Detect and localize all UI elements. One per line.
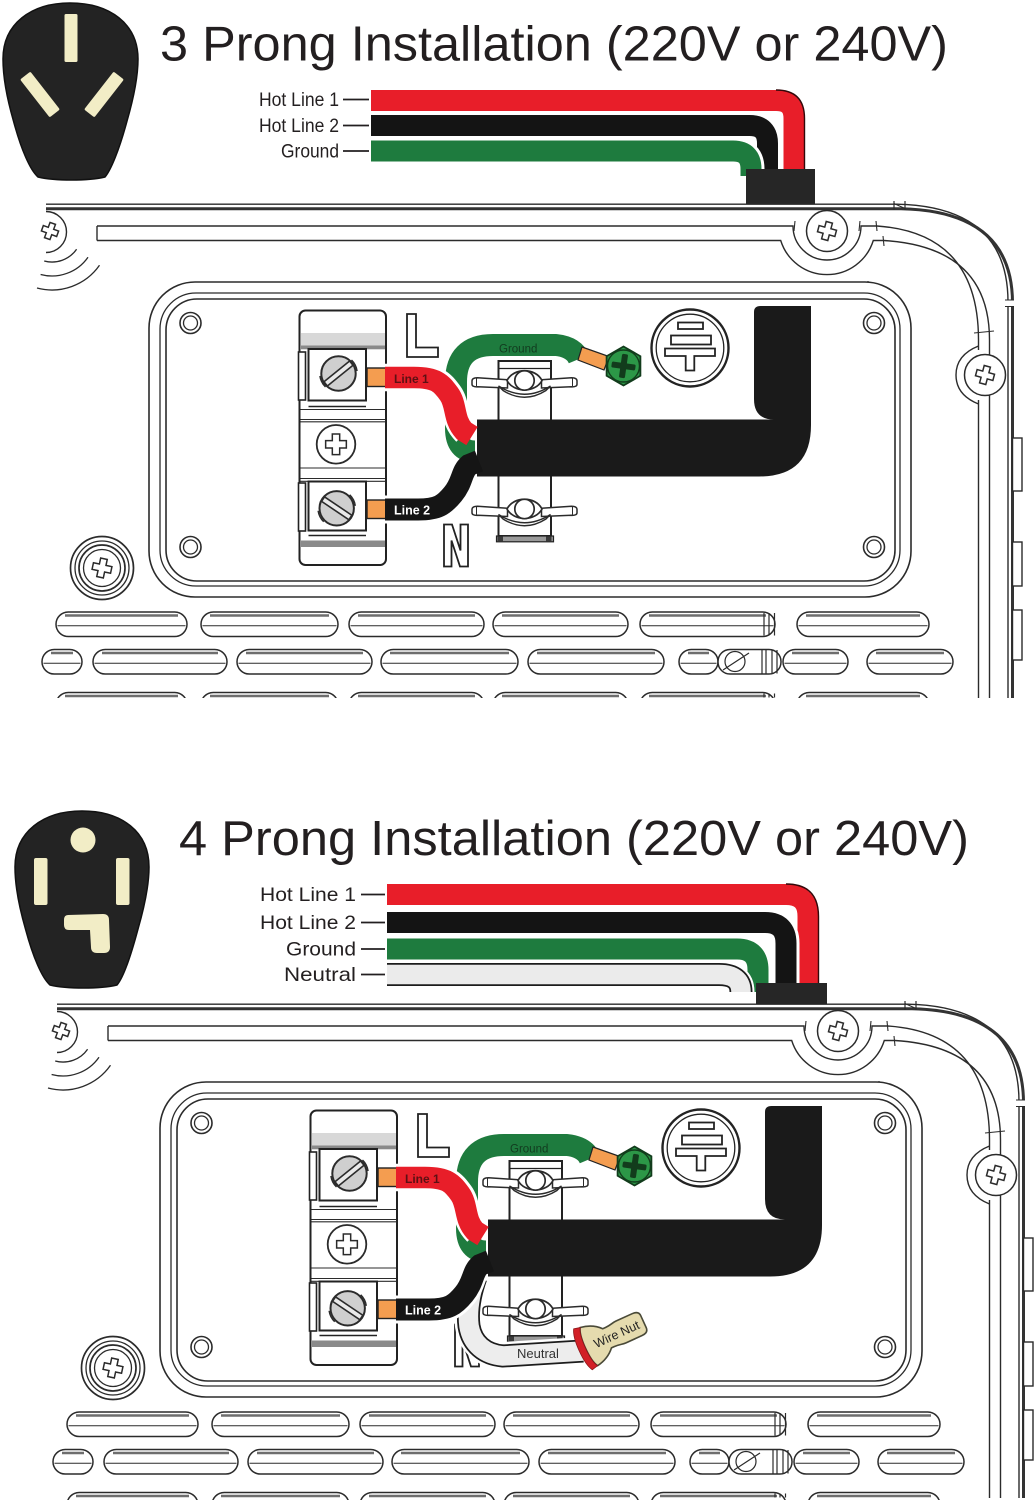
svg-text:Neutral: Neutral — [284, 964, 356, 986]
svg-text:Ground: Ground — [510, 1144, 548, 1156]
svg-text:Hot Line 1: Hot Line 1 — [260, 884, 356, 906]
svg-text:Hot Line 1: Hot Line 1 — [259, 89, 339, 111]
svg-text:Line 1: Line 1 — [405, 1172, 440, 1186]
svg-text:Ground: Ground — [499, 344, 537, 356]
svg-text:Neutral: Neutral — [517, 1346, 559, 1361]
svg-text:Hot Line 2: Hot Line 2 — [260, 912, 356, 934]
svg-text:Line 2: Line 2 — [405, 1304, 441, 1318]
svg-text:4 Prong Installation (220V or: 4 Prong Installation (220V or 240V) — [179, 811, 969, 866]
svg-text:Line 1: Line 1 — [394, 372, 429, 386]
svg-text:Ground: Ground — [286, 939, 356, 961]
svg-text:Ground: Ground — [281, 141, 339, 163]
svg-text:3 Prong Installation (220V or: 3 Prong Installation (220V or 240V) — [160, 17, 948, 72]
svg-text:Hot Line 2: Hot Line 2 — [259, 115, 339, 137]
svg-text:Line 2: Line 2 — [394, 504, 430, 518]
